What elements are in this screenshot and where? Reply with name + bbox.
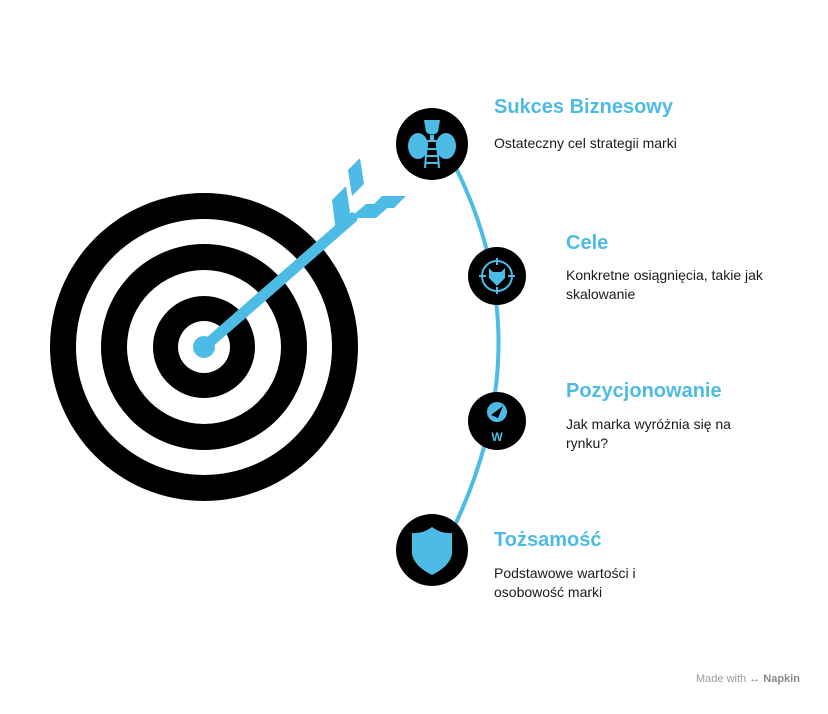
node-goals: [468, 247, 526, 305]
connector-arc: [453, 164, 501, 527]
svg-text:W: W: [491, 430, 503, 444]
item-title-positioning: Pozycjonowanie: [566, 380, 722, 402]
crosshair-target-icon: [479, 258, 515, 294]
footer-prefix: Made with: [696, 673, 747, 685]
item-title-goals: Cele: [566, 232, 609, 254]
item-description-positioning: Jak marka wyróżnia się na rynku?: [566, 416, 731, 451]
made-with-footer[interactable]: Made with ↔ Napkin: [696, 673, 800, 685]
shield-icon: [412, 527, 452, 575]
node-positioning: W: [468, 392, 526, 450]
node-business-success: [396, 108, 468, 180]
item-description-goals: Konkretne osiągnięcia, takie jak skalowa…: [566, 267, 763, 302]
item-title-business-success: Sukces Biznesowy: [494, 96, 673, 118]
footer-brand: Napkin: [763, 673, 800, 685]
item-title-identity: Tożsamość: [494, 529, 602, 551]
napkin-logo-icon: ↔: [749, 673, 761, 685]
compass-w-icon: W: [487, 402, 507, 444]
item-description-identity: Podstawowe wartości i osobowość marki: [494, 565, 636, 600]
item-description-business-success: Ostateczny cel strategii marki: [494, 135, 677, 151]
arrow-icon: [193, 158, 406, 358]
node-identity: [396, 514, 468, 586]
trophy-ladder-icon: [408, 120, 456, 169]
